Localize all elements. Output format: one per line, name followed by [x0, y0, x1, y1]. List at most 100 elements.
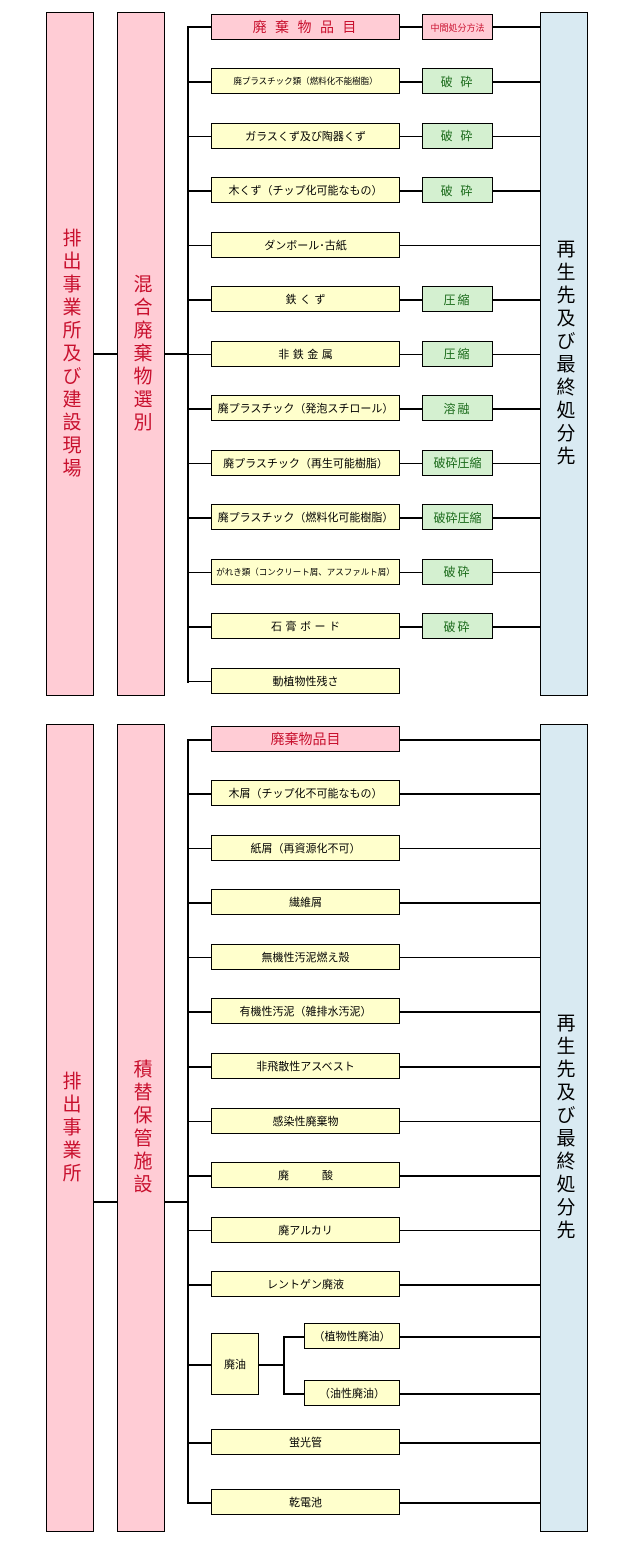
connector-line: [493, 135, 540, 137]
connector-line: [400, 956, 540, 959]
waste-item-box: 感染性廃棄物: [211, 1107, 400, 1134]
connector-line: [493, 190, 540, 192]
connector-line: [187, 1066, 211, 1068]
header-item-box: 廃 棄 物 品 目: [211, 14, 400, 40]
process-box-1: 混合廃棄物選別: [117, 12, 165, 696]
waste-item-box: 廃プラスチック類（燃料化不能樹脂）: [211, 68, 400, 94]
waste-item-box: 繊維屑: [211, 889, 400, 916]
waste-item-box: がれき類（コンクリート屑、アスファルト屑）: [211, 558, 400, 585]
connector-line: [187, 26, 211, 28]
connector-line: [400, 1229, 540, 1232]
treatment-method-box: 圧縮: [422, 286, 493, 312]
connector-line: [400, 244, 540, 246]
connector-line: [400, 190, 422, 192]
connector-line: [400, 81, 422, 83]
waste-oil-sub-box: （油性廃油）: [304, 1380, 400, 1406]
connector-line: [400, 1336, 540, 1338]
waste-item-box: 廃プラスチック（発泡スチロール）: [211, 395, 400, 421]
source-box-2: 排出事業所: [46, 724, 94, 1532]
waste-item-box: 無機性汚泥燃え殻: [211, 943, 400, 970]
connector-line: [400, 462, 422, 464]
source-box-1: 排出事業所及び建設現場: [46, 12, 94, 696]
connector-line: [400, 1175, 540, 1177]
connector-line: [187, 135, 211, 137]
waste-item-box: 動植物性残さ: [211, 667, 400, 694]
connector-line: [493, 571, 540, 573]
connector-line: [187, 956, 211, 959]
connector-line: [187, 1284, 211, 1286]
waste-oil-box: 廃油: [211, 1333, 259, 1395]
connector-line: [187, 190, 211, 192]
source-label-1: 排出事業所及び建設現場: [59, 227, 82, 481]
waste-item-box: 廃プラスチック（燃料化可能樹脂）: [211, 504, 400, 530]
connector-line: [400, 571, 422, 573]
connector-line: [187, 680, 211, 682]
connector-line: [493, 26, 540, 28]
connector-line: [187, 1120, 211, 1123]
connector-line: [283, 1393, 304, 1395]
connector-line: [400, 626, 422, 628]
connector-line: [187, 739, 211, 741]
waste-item-box: 蛍光管: [211, 1429, 400, 1455]
waste-item-box: 木くず（チップ化可能なもの）: [211, 177, 400, 203]
destination-box-1: 再生先及び最終処分先: [540, 12, 588, 696]
waste-item-box: 非 鉄 金 属: [211, 340, 400, 367]
connector-line: [187, 517, 211, 519]
connector-line: [400, 902, 540, 904]
connector-line: [187, 81, 211, 83]
waste-item-box: ダンボール･古紙: [211, 231, 400, 258]
connector-line: [187, 299, 211, 301]
treatment-method-box: 破砕: [422, 613, 493, 639]
connector-line: [400, 1284, 540, 1286]
connector-line: [400, 135, 422, 137]
destination-box-2: 再生先及び最終処分先: [540, 724, 588, 1532]
connector-line: [400, 26, 422, 28]
waste-item-box: 廃プラスチック（再生可能樹脂）: [211, 449, 400, 476]
connector-line: [493, 626, 540, 628]
connector-line: [187, 462, 211, 464]
connector-line: [400, 517, 422, 519]
process-label-2: 積替保管施設: [130, 1059, 153, 1197]
treatment-method-box: 溶融: [422, 395, 493, 421]
process-label-1: 混合廃棄物選別: [130, 273, 153, 435]
connector-line: [400, 408, 422, 410]
connector-line: [400, 739, 540, 741]
destination-label-1: 再生先及び最終処分先: [553, 239, 576, 469]
connector-line: [94, 1201, 117, 1203]
connector-line: [187, 1175, 211, 1177]
connector-line: [400, 1502, 540, 1504]
connector-line: [400, 353, 422, 355]
treatment-method-box: 破 砕: [422, 68, 493, 94]
connector-line: [187, 244, 211, 246]
connector-line: [187, 1502, 211, 1504]
treatment-method-box: 破砕圧縮: [422, 449, 493, 476]
connector-line: [400, 1442, 540, 1444]
connector-line: [400, 1066, 540, 1068]
treatment-method-box: 破 砕: [422, 122, 493, 149]
header-item-box: 廃棄物品目: [211, 726, 400, 752]
trunk-line-2: [187, 739, 189, 1502]
connector-line: [283, 1336, 304, 1338]
connector-line: [94, 353, 117, 355]
treatment-method-box: 圧縮: [422, 340, 493, 367]
connector-line: [187, 353, 211, 355]
connector-line: [187, 1011, 211, 1013]
process-box-2: 積替保管施設: [117, 724, 165, 1532]
header-method-box: 中間処分方法: [422, 14, 493, 40]
connector-line: [187, 847, 211, 850]
waste-item-box: 石 膏 ボ ー ド: [211, 613, 400, 639]
connector-line: [400, 847, 540, 850]
connector-line: [187, 626, 211, 628]
connector-line: [165, 1201, 187, 1203]
connector-line: [187, 902, 211, 904]
waste-item-box: 廃 酸: [211, 1162, 400, 1189]
waste-item-box: 乾電池: [211, 1489, 400, 1515]
waste-item-box: 紙屑（再資源化不可）: [211, 834, 400, 861]
waste-item-box: 鉄 く ず: [211, 286, 400, 312]
connector-line: [187, 408, 211, 410]
connector-line: [400, 1120, 540, 1123]
treatment-method-box: 破砕圧縮: [422, 504, 493, 530]
treatment-method-box: 破砕: [422, 558, 493, 585]
connector-line: [187, 571, 211, 573]
connector-line: [400, 793, 540, 795]
